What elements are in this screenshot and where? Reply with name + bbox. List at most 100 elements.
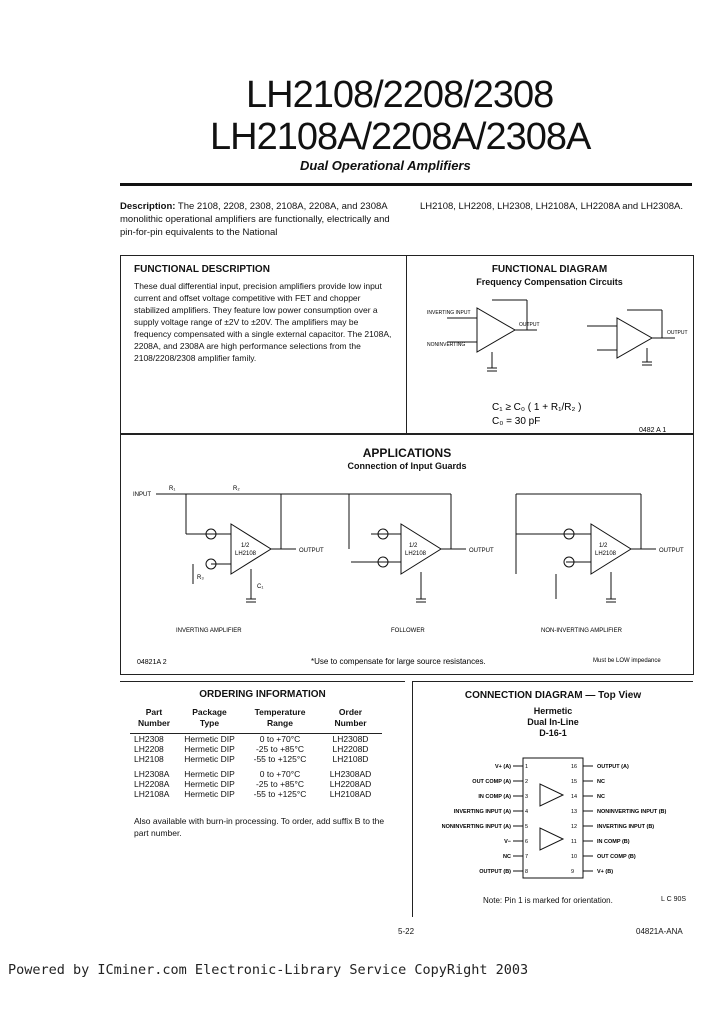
ordering-note: Also available with burn-in processing. … <box>134 816 385 838</box>
pin-number-right: 16 <box>571 764 577 770</box>
temperature-cell: 0 to +70°C <box>259 769 301 779</box>
package-cell: Hermetic DIP <box>184 734 235 744</box>
app-output-label-2: OUTPUT <box>469 548 494 554</box>
col-temperature: Temperature Range <box>254 707 306 728</box>
pin-label-left: NONINVERTING INPUT (A) <box>442 824 512 830</box>
amp-label-f: LH2108 <box>595 551 617 557</box>
dip-body <box>522 757 584 879</box>
connection-heading: CONNECTION DIAGRAM — Top View <box>464 690 642 701</box>
ordering-rule <box>120 681 405 682</box>
header-rule <box>120 183 692 186</box>
guard-circuits: INPUT OUTPUT OUTPUT OUTPUT 1/2 LH2108 1/… <box>133 486 684 666</box>
dip-amp-b <box>539 827 565 851</box>
functional-diagram-ref: 0482 A 1 <box>639 427 666 434</box>
noninverting-amp <box>590 523 632 575</box>
pin-number-right: 11 <box>571 839 577 845</box>
pin-number-left: 1 <box>525 764 528 770</box>
app-c1: C₁ <box>257 584 263 590</box>
applications-subheading: Connection of Input Guards <box>347 461 467 471</box>
ordering-table: Part Number Package Type Temperature Ran… <box>130 707 382 799</box>
ordering-header-row: Part Number Package Type Temperature Ran… <box>130 707 382 729</box>
pin-label-right: INVERTING INPUT (B) <box>597 824 654 830</box>
applications-ref: 04821A 2 <box>137 659 167 666</box>
pin-label-right: IN COMP (B) <box>597 839 630 845</box>
pin-label-left: OUT COMP (A) <box>472 779 511 785</box>
title-line-1: LH2108/2208/2308 <box>246 74 554 116</box>
pin-number-right: 9 <box>571 869 574 875</box>
order-number-cell: LH2308AD <box>329 769 372 779</box>
functional-description-body: These dual differential input, precision… <box>134 281 392 363</box>
applications-footnote: *Use to compensate for large source resi… <box>311 657 486 666</box>
ordering-section: ORDERING INFORMATION Part Number Package… <box>120 681 405 916</box>
app-note-right: Must be LOW impedance <box>593 658 661 664</box>
amp-label-a: 1/2 <box>241 543 250 549</box>
order-number-cell: LH2308D <box>332 734 369 744</box>
package-line-3: D-16-1 <box>539 728 567 738</box>
svg-text:OUTPUT: OUTPUT <box>519 322 540 328</box>
pin-label-left: V+ (A) <box>495 764 511 770</box>
temperature-cell: -55 to +125°C <box>253 789 307 799</box>
subtitle: Dual Operational Amplifiers <box>300 158 471 173</box>
pin-number-left: 7 <box>525 854 528 860</box>
description-lead: Description: <box>120 201 176 212</box>
svg-text:NONINVERTING: NONINVERTING <box>427 342 465 348</box>
applications-box: APPLICATIONS Connection of Input Guards <box>120 433 694 675</box>
pin-number-left: 8 <box>525 869 528 875</box>
svg-text:OUTPUT: OUTPUT <box>667 330 688 336</box>
ordering-heading: ORDERING INFORMATION <box>199 689 326 700</box>
app-input-label: INPUT <box>133 492 151 498</box>
package-line-2: Dual In-Line <box>527 717 579 727</box>
temperature-cell: -25 to +85°C <box>255 779 305 789</box>
amp-label-d: LH2108 <box>405 551 427 557</box>
pin-label-left: IN COMP (A) <box>478 794 511 800</box>
copyright-footer: Powered by ICminer.com Electronic-Librar… <box>8 962 529 978</box>
part-number-cell: LH2308 <box>134 734 164 744</box>
compensation-circuits: INVERTING INPUT NONINVERTING OUTPUT OUTP… <box>427 299 688 434</box>
app-r3: R₃ <box>197 575 204 581</box>
comp-amp-left <box>476 307 516 353</box>
pin-number-right: 13 <box>571 809 577 815</box>
description-left: Description: The 2108, 2208, 2308, 2108A… <box>120 200 395 239</box>
comp-amp-right <box>616 317 654 359</box>
temperature-cell: -55 to +125°C <box>253 754 307 764</box>
caption-inverting: INVERTING AMPLIFIER <box>176 628 242 634</box>
amp-label-e: 1/2 <box>599 543 608 549</box>
pin-label-right: OUTPUT (A) <box>597 764 629 770</box>
part-number-cell: LH2108A <box>134 789 170 799</box>
functional-divider <box>406 256 407 434</box>
dip-amp-a <box>539 783 565 807</box>
compensation-formula: C₁ ≥ C₀ ( 1 + R₁/R₂ ) <box>492 402 581 413</box>
ordering-row: LH2308A Hermetic DIP 0 to +70°C LH2308AD <box>130 764 382 779</box>
inverting-amp <box>230 523 272 575</box>
description-left-text: The 2108, 2208, 2308, 2108A, 2208A, and … <box>120 201 390 238</box>
col-part: Part Number <box>137 707 171 728</box>
pin-label-right: V+ (B) <box>597 869 613 875</box>
pin-label-left: V− <box>504 839 511 845</box>
functional-box: FUNCTIONAL DESCRIPTION These dual differ… <box>120 255 694 435</box>
part-number-cell: LH2108 <box>134 754 164 764</box>
ordering-row: LH2308 Hermetic DIP 0 to +70°C LH2308D <box>130 734 382 745</box>
package-cell: Hermetic DIP <box>184 769 235 779</box>
caption-follower: FOLLOWER <box>391 628 425 634</box>
package-cell: Hermetic DIP <box>184 779 235 789</box>
connection-note: Note: Pin 1 is marked for orientation. <box>483 896 613 905</box>
pin-label-right: NONINVERTING INPUT (B) <box>597 809 667 815</box>
functional-description-heading: FUNCTIONAL DESCRIPTION <box>134 264 270 275</box>
pin-number-right: 15 <box>571 779 577 785</box>
col-package: Package Type <box>192 707 227 728</box>
pin-label-left: NC <box>503 854 511 860</box>
temperature-cell: 0 to +70°C <box>259 734 301 744</box>
pin-number-right: 10 <box>571 854 577 860</box>
app-r1: R₁ <box>169 486 175 492</box>
pin-number-right: 12 <box>571 824 577 830</box>
app-output-label-1: OUTPUT <box>299 548 324 554</box>
page-ref: 04821A-ANA <box>636 927 683 936</box>
amp-label-b: LH2108 <box>235 551 257 557</box>
part-number-cell: LH2308A <box>134 769 170 779</box>
part-number-cell: LH2208 <box>134 744 164 754</box>
svg-text:INVERTING INPUT: INVERTING INPUT <box>427 310 471 316</box>
pin-label-right: OUT COMP (B) <box>597 854 636 860</box>
temperature-cell: -25 to +85°C <box>255 744 305 754</box>
